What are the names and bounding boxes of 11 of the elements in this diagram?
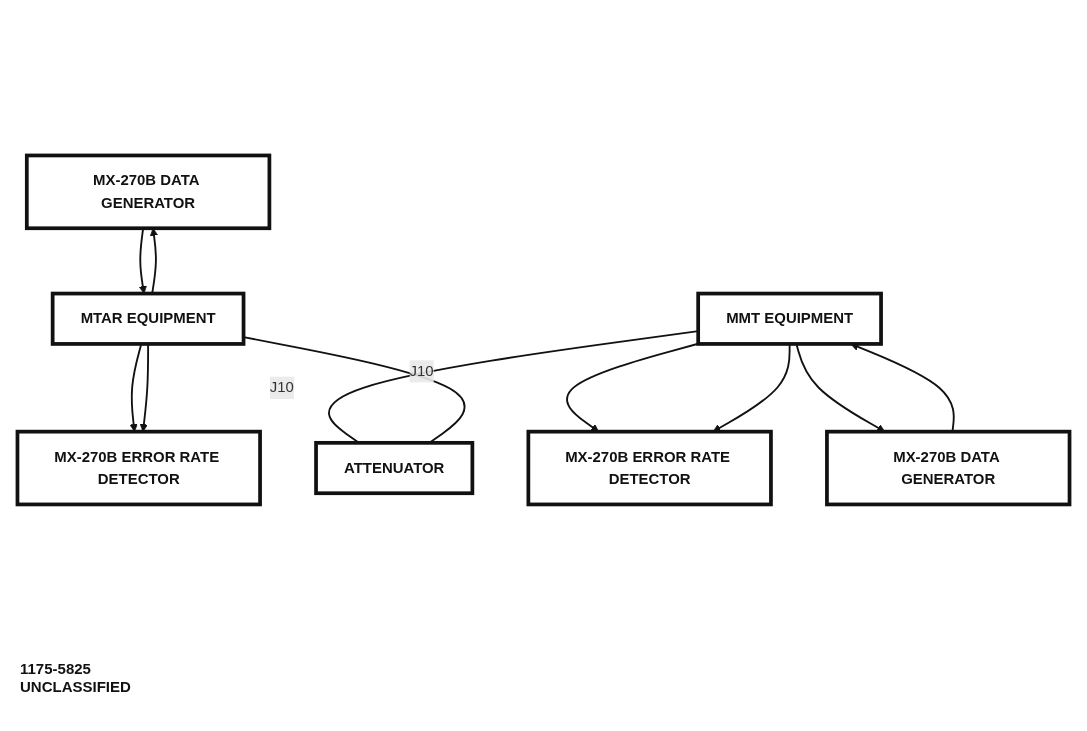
node-box: MMT EQUIPMENT (696, 291, 883, 346)
node-box: MX-270B ERROR RATE DETECTOR (526, 429, 773, 507)
node-box: MX-270B ERROR RATE DETECTOR (15, 429, 262, 507)
node-box: MTAR EQUIPMENT (50, 291, 246, 346)
note-text: 1175-5825 (20, 660, 92, 678)
node-box: ATTENUATOR (314, 441, 475, 496)
note-text: UNCLASSIFIED (20, 678, 131, 696)
node-box: MX-270B DATA GENERATOR (825, 429, 1072, 507)
edge-label: J10 (409, 363, 434, 379)
node-box: MX-270B DATA GENERATOR (24, 153, 272, 231)
edge-label: J10 (269, 379, 294, 396)
